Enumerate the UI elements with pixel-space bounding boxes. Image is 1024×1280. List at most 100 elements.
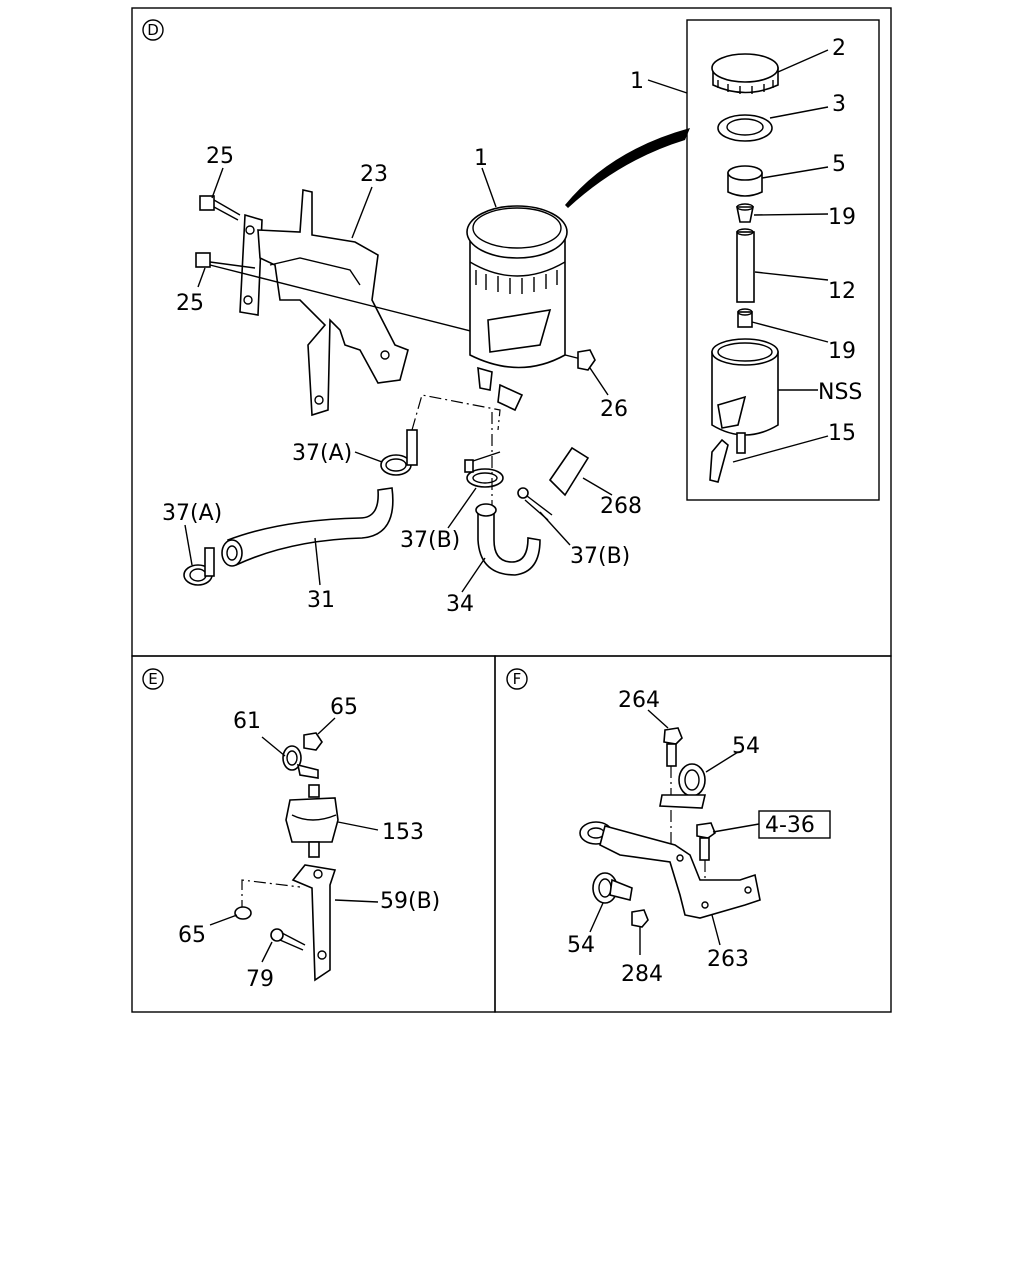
reservoir-bracket bbox=[239, 189, 409, 417]
section-d-marker: D bbox=[142, 19, 164, 41]
label-19-lower: 19 bbox=[828, 339, 856, 364]
leader-37a2 bbox=[184, 524, 193, 566]
label-79: 79 bbox=[246, 967, 274, 992]
label-37b-left: 37(B) bbox=[400, 528, 460, 553]
label-15: 15 bbox=[828, 421, 856, 446]
bolt-4-36 bbox=[696, 822, 716, 861]
leader-37a1 bbox=[354, 451, 383, 463]
leader-31 bbox=[314, 537, 321, 586]
leader-59b bbox=[334, 899, 379, 903]
label-5: 5 bbox=[832, 152, 846, 177]
inset-pipe bbox=[736, 228, 755, 303]
label-23: 23 bbox=[360, 162, 388, 187]
clamp-37a-lower bbox=[183, 547, 215, 586]
inset-exploded-frame bbox=[686, 19, 880, 501]
label-1: 1 bbox=[474, 146, 488, 171]
clamp-54-upper bbox=[659, 763, 707, 809]
label-54-lower: 54 bbox=[567, 933, 595, 958]
clamp-37b-center bbox=[464, 451, 504, 488]
leader-1 bbox=[481, 167, 497, 208]
leader-37b2 bbox=[539, 511, 571, 546]
nut-65-lower bbox=[234, 906, 252, 920]
leader-61 bbox=[261, 736, 286, 757]
leader-34 bbox=[461, 557, 486, 593]
leader-65b bbox=[209, 914, 238, 926]
label-59b: 59(B) bbox=[380, 889, 440, 914]
leader-263 bbox=[711, 914, 721, 946]
inset-grommet-upper bbox=[736, 203, 754, 223]
leader-12 bbox=[754, 271, 829, 281]
leader-25a bbox=[211, 167, 224, 199]
leader-264 bbox=[647, 709, 669, 729]
svg-text:F: F bbox=[513, 670, 522, 688]
bolt-25-upper bbox=[199, 195, 241, 221]
bracket-263 bbox=[579, 821, 761, 919]
mount-153 bbox=[285, 784, 339, 858]
inset-seal bbox=[717, 114, 773, 142]
label-268: 268 bbox=[600, 494, 642, 519]
bracket-59b bbox=[291, 864, 337, 982]
label-54-upper: 54 bbox=[732, 734, 760, 759]
label-25-upper: 25 bbox=[206, 144, 234, 169]
label-25-lower: 25 bbox=[176, 291, 204, 316]
label-3: 3 bbox=[832, 92, 846, 117]
label-34: 34 bbox=[446, 592, 474, 617]
leader-23 bbox=[351, 186, 373, 239]
leader-15 bbox=[732, 435, 829, 463]
bolt-79 bbox=[270, 928, 306, 951]
label-nss: NSS bbox=[818, 380, 862, 405]
label-264: 264 bbox=[618, 688, 660, 713]
assembly-line-e bbox=[241, 879, 301, 912]
leader-268 bbox=[582, 477, 613, 496]
tube-268 bbox=[548, 446, 590, 497]
leader-ref bbox=[712, 823, 760, 833]
label-284: 284 bbox=[621, 962, 663, 987]
leader-153 bbox=[337, 821, 379, 831]
section-f-frame bbox=[494, 655, 892, 1013]
leader-2 bbox=[777, 49, 829, 73]
label-37a-lower: 37(A) bbox=[162, 501, 222, 526]
svg-text:D: D bbox=[147, 21, 159, 39]
section-f-marker: F bbox=[506, 668, 528, 690]
section-e-marker: E bbox=[142, 668, 164, 690]
clamp-37a-upper bbox=[380, 429, 418, 476]
label-37a-upper: 37(A) bbox=[292, 441, 352, 466]
clip-61 bbox=[282, 745, 319, 779]
leader-65a bbox=[317, 717, 336, 735]
nut-26 bbox=[577, 349, 596, 371]
leader-37b1 bbox=[447, 487, 477, 529]
label-31: 31 bbox=[307, 588, 335, 613]
label-65-upper: 65 bbox=[330, 695, 358, 720]
leader-5 bbox=[761, 166, 829, 179]
bolt-264 bbox=[663, 727, 683, 767]
inset-grommet-lower bbox=[737, 308, 753, 328]
clamp-54-lower bbox=[592, 872, 633, 904]
clamp-bolt-37b bbox=[517, 487, 553, 521]
fluid-reservoir bbox=[466, 205, 568, 412]
nut-284 bbox=[631, 909, 649, 928]
label-61: 61 bbox=[233, 709, 261, 734]
hose-31 bbox=[221, 487, 394, 567]
label-2: 2 bbox=[832, 36, 846, 61]
assembly-line-1 bbox=[411, 394, 501, 431]
leader-3 bbox=[769, 106, 829, 119]
label-65-lower: 65 bbox=[178, 923, 206, 948]
label-26: 26 bbox=[600, 397, 628, 422]
inset-callout-pointer bbox=[565, 128, 690, 208]
label-19-upper: 19 bbox=[828, 205, 856, 230]
label-263: 263 bbox=[707, 947, 749, 972]
nut-65-upper bbox=[303, 732, 323, 751]
hose-34 bbox=[475, 503, 541, 576]
label-ref-4-36: 4-36 bbox=[765, 813, 815, 838]
leader-25b bbox=[197, 267, 206, 288]
leader-79 bbox=[261, 941, 273, 963]
label-1-inset: 1 bbox=[630, 69, 644, 94]
inset-strainer bbox=[727, 165, 763, 197]
bolt-25-lower bbox=[195, 252, 256, 269]
leader-19b bbox=[751, 321, 829, 343]
leader-54b bbox=[589, 902, 604, 933]
label-12: 12 bbox=[828, 279, 856, 304]
leader-26 bbox=[589, 367, 609, 396]
leader-54a bbox=[705, 751, 739, 773]
